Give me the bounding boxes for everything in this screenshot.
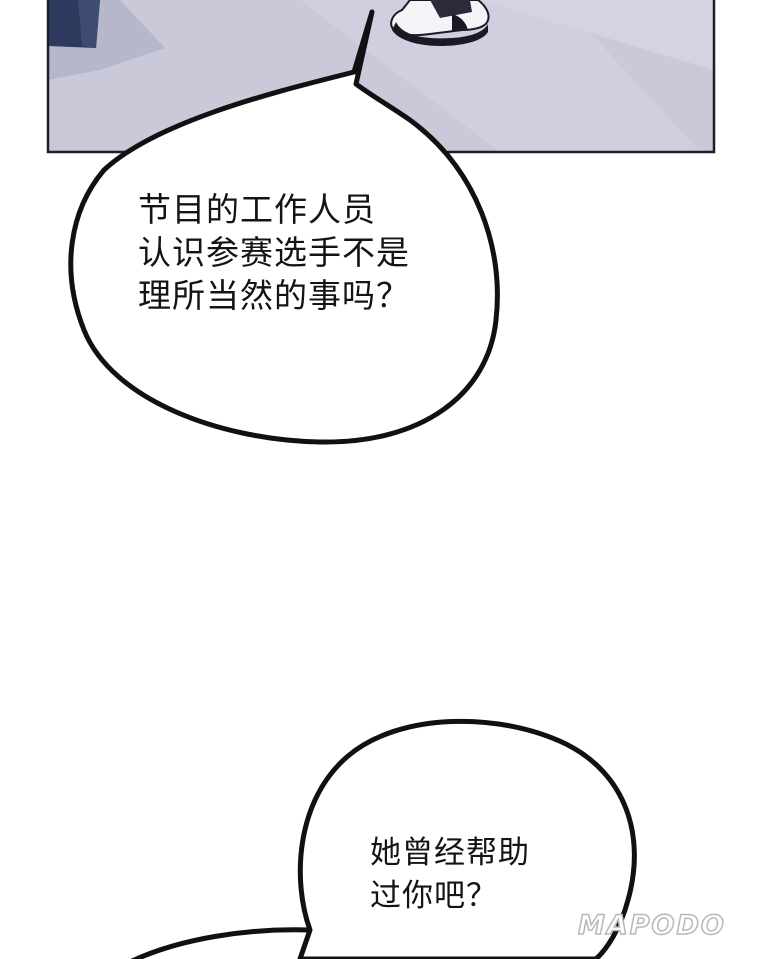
bubble-1-text: 节目的工作人员 认识参赛选手不是 理所当然的事吗？ — [138, 188, 410, 317]
bubble-2-text: 她曾经帮助 过你吧？ — [370, 832, 530, 918]
floor-light-strip-2 — [480, 0, 714, 70]
speech-bubble-3-edge — [130, 927, 311, 959]
speech-bubble-1 — [68, 9, 500, 445]
bubble-1-line: 节目的工作人员 — [138, 190, 376, 229]
floor-light-strip — [300, 0, 700, 152]
dark-object-edge — [78, 0, 100, 48]
bubble-2-line: 过你吧？ — [370, 878, 498, 914]
bubble-2-line: 她曾经帮助 — [370, 835, 530, 871]
top-panel — [46, 0, 716, 154]
watermark-logo: MAPODO — [577, 909, 726, 942]
speech-bubble-2 — [297, 718, 637, 959]
sneaker-illustration — [390, 0, 490, 46]
bubble-1-line: 理所当然的事吗？ — [138, 276, 410, 315]
bubble-1-line: 认识参赛选手不是 — [138, 233, 410, 272]
